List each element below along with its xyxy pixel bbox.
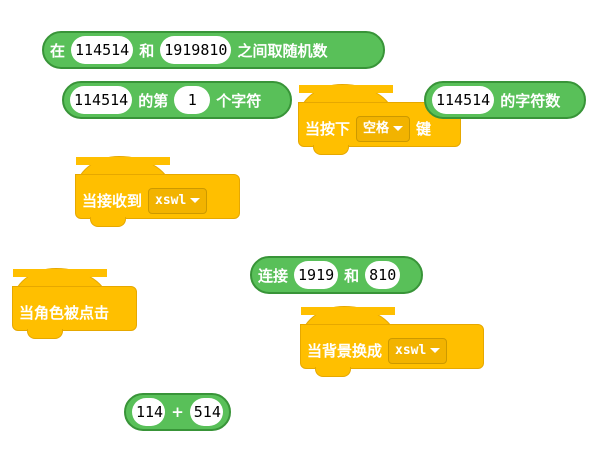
key-value: 空格	[363, 120, 390, 136]
dropdown-arrow-icon	[190, 198, 201, 203]
block-label: 当接收到	[82, 192, 143, 210]
random-to-input[interactable]: 1919810	[160, 36, 232, 64]
when-sprite-clicked-block[interactable]: 当角色被点击	[12, 268, 137, 339]
join-a-input[interactable]: 1919	[294, 261, 339, 289]
join-b-input[interactable]: 810	[365, 261, 401, 289]
hat-notch	[313, 145, 349, 155]
dropdown-arrow-icon	[393, 126, 404, 131]
join-block[interactable]: 连接 1919 和 810	[250, 256, 423, 294]
length-of-block[interactable]: 114514 的字符数	[424, 81, 586, 119]
block-label: 和	[344, 266, 360, 285]
when-broadcast-received-block[interactable]: 当接收到 xswl	[75, 156, 240, 227]
add-block[interactable]: 114 + 514	[124, 393, 231, 431]
dropdown-arrow-icon	[430, 348, 441, 353]
length-text-input[interactable]: 114514	[432, 86, 495, 114]
message-value: xswl	[155, 192, 187, 208]
block-label: 和	[139, 41, 155, 60]
letter-of-block[interactable]: 114514 的第 1 个字符	[62, 81, 292, 119]
plus-operator: +	[171, 403, 184, 421]
block-label: 的第	[138, 91, 169, 110]
block-label: 当按下	[305, 120, 351, 138]
block-label: 的字符数	[500, 91, 561, 110]
block-label: 当角色被点击	[19, 304, 110, 322]
add-b-input[interactable]: 514	[189, 398, 223, 426]
block-label: 个字符	[216, 91, 262, 110]
block-label: 键	[416, 120, 432, 138]
block-label: 之间取随机数	[237, 41, 328, 60]
backdrop-value: xswl	[395, 342, 427, 358]
block-label: 在	[50, 41, 66, 60]
block-label: 连接	[258, 266, 289, 285]
key-dropdown[interactable]: 空格	[356, 115, 411, 142]
when-backdrop-switches-block[interactable]: 当背景换成 xswl	[300, 306, 484, 377]
letter-text-input[interactable]: 114514	[70, 86, 133, 114]
backdrop-dropdown[interactable]: xswl	[388, 337, 448, 364]
block-label: 当背景换成	[307, 342, 383, 360]
add-a-input[interactable]: 114	[132, 398, 166, 426]
letter-index-input[interactable]: 1	[174, 86, 211, 114]
pick-random-block[interactable]: 在 114514 和 1919810 之间取随机数	[42, 31, 385, 69]
hat-notch	[90, 217, 126, 227]
hat-notch	[315, 367, 351, 377]
random-from-input[interactable]: 114514	[71, 36, 134, 64]
message-dropdown[interactable]: xswl	[148, 187, 208, 214]
hat-notch	[27, 329, 63, 339]
